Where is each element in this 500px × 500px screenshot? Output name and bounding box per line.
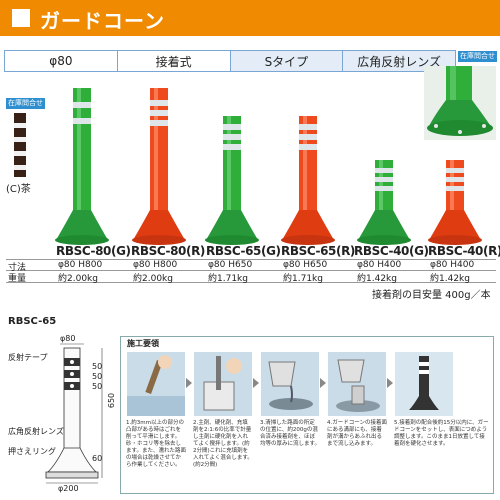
cone-illustrations (55, 88, 482, 245)
step4-text: 4.ガードコーンの接着面にある溝部にも、接着剤が溝からあふれ出るまで流し込みます… (327, 420, 387, 447)
model-size: φ80 H800 (58, 260, 103, 270)
step4-image (328, 352, 386, 416)
model-name: RBSC-40(R) (428, 244, 500, 258)
model-name: RBSC-40(G) (354, 244, 429, 258)
diagram-ring: 押さえリング (8, 447, 56, 456)
page-title: ガードコーン (40, 9, 165, 33)
step5-text: 5.接着剤の配合後約15分以内に、ガードコーンをセットし、表面につめよう調整しま… (394, 420, 489, 447)
base-closeup-icon (427, 66, 493, 136)
model-size: φ80 H800 (133, 260, 178, 270)
diagram-dim-seg: 50 (92, 362, 103, 371)
brown-sample (6, 113, 34, 177)
title-bar (0, 0, 500, 36)
model-size: φ80 H650 (283, 260, 328, 270)
diagram-title: RBSC-65 (8, 316, 57, 327)
step2-mixing-icon (203, 356, 242, 411)
cone-rbsc-40-g-icon (357, 160, 411, 245)
model-weight: 約1.71kg (208, 274, 248, 284)
model-name: RBSC-80(R) (131, 244, 206, 258)
model-name: RBSC-65(G) (206, 244, 281, 258)
cone-rbsc-40-r-icon (428, 160, 482, 245)
step1-text: 1.約3mm以上の部分の凸部がある時はごれを削って平滑にします。砂・ホコリ等を除… (126, 420, 186, 468)
step-arrow-icon (253, 378, 259, 388)
model-name: RBSC-65(R) (281, 244, 356, 258)
title-square-icon (12, 9, 30, 27)
step5-image (395, 352, 453, 416)
step3-image (261, 352, 319, 416)
color-sample-badge[interactable]: 在庫問合せ (6, 98, 45, 109)
cone-rbsc-65-g-icon (205, 116, 259, 245)
table-divider (6, 270, 496, 271)
model-weight: 約2.00kg (133, 274, 173, 284)
step1-brush-icon (127, 355, 185, 416)
table-divider (6, 259, 496, 260)
step-arrow-icon (387, 378, 393, 388)
brown-sample-icon (14, 113, 26, 177)
step4-pour-cone-icon (336, 359, 380, 412)
stock-badge[interactable]: 在庫問合せ (458, 51, 497, 62)
spec-diameter: φ80 (5, 51, 118, 71)
step3-text: 3.清掃した路面の所定の位置に、約200gの混合済み接着剤を、ほぼ均等の厚みに流… (260, 420, 320, 447)
adhesive-note: 接着剤の目安量 400g／本 (372, 290, 491, 301)
model-size: φ80 H650 (208, 260, 253, 270)
color-sample-label: (C)茶 (6, 184, 31, 195)
dimension-drawing (45, 343, 103, 484)
spec-mount: 接着式 (117, 51, 231, 71)
step2-text: 2.主剤、硬化剤、充填剤を2:1:6の比率で計量し主剤に硬化剤を入れてよく攪拌し… (193, 420, 253, 468)
step3-pour-icon (268, 361, 313, 410)
diagram-reflect-tape: 反射テープ (8, 353, 48, 362)
model-weight: 約1.42kg (430, 274, 470, 284)
diagram-top-dim: φ80 (60, 334, 76, 343)
weight-label: 重量 (8, 274, 27, 284)
model-weight: 約2.00kg (58, 274, 98, 284)
step5-set-cone-icon (409, 356, 439, 410)
step1-image (127, 352, 185, 416)
cone-rbsc-80-g-icon (55, 88, 109, 245)
cone-row (0, 80, 500, 250)
model-weight: 約1.71kg (283, 274, 323, 284)
model-weight: 約1.42kg (357, 274, 397, 284)
model-size: φ80 H400 (430, 260, 475, 270)
step2-image (194, 352, 252, 416)
table-divider (6, 282, 496, 283)
diagram-base-dim: φ200 (58, 484, 79, 493)
base-closeup-photo (424, 66, 496, 140)
cone-rbsc-65-r-icon (281, 116, 335, 245)
diagram-dim-seg: 50 (92, 372, 103, 381)
spec-bar: φ80 接着式 Sタイプ 広角反射レンズ (4, 50, 456, 72)
diagram-dim-seg: 50 (92, 382, 103, 391)
step-arrow-icon (320, 378, 326, 388)
model-name: RBSC-80(G) (56, 244, 131, 258)
dimension-diagram (40, 340, 110, 486)
step-arrow-icon (186, 378, 192, 388)
instructions-title: 施工要領 (127, 339, 159, 348)
diagram-wide-lens: 広角反射レンズ (8, 427, 64, 436)
diagram-bottom-dim: 60 (92, 454, 103, 463)
size-label: 寸法 (8, 263, 27, 273)
spec-type: Sタイプ (230, 51, 344, 71)
model-size: φ80 H400 (357, 260, 402, 270)
cone-rbsc-80-r-icon (132, 88, 186, 245)
